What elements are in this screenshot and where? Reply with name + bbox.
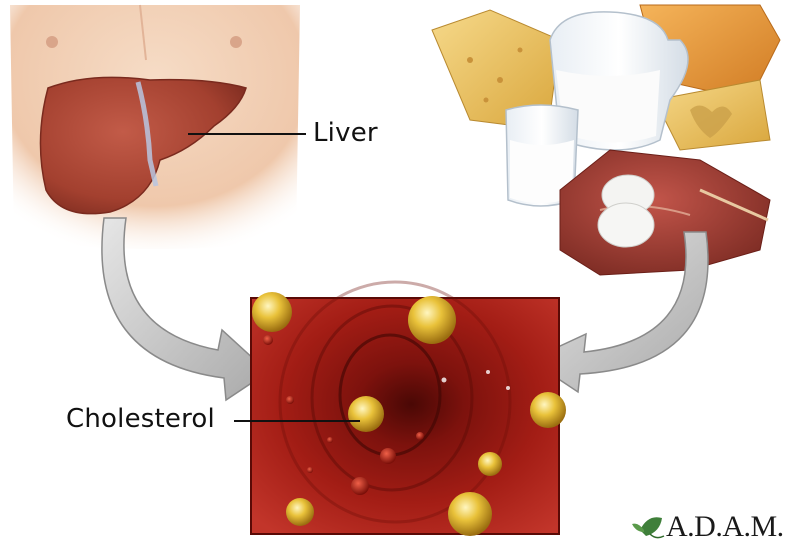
dairy-meat-foods-illustration [432, 5, 780, 275]
blood-vessel-panel [251, 282, 559, 534]
cholesterol-label: Cholesterol [66, 404, 215, 434]
leaf-icon [632, 517, 664, 537]
adam-logo-text: A.D.A.M. [666, 510, 784, 544]
liver-label: Liver [313, 118, 378, 148]
